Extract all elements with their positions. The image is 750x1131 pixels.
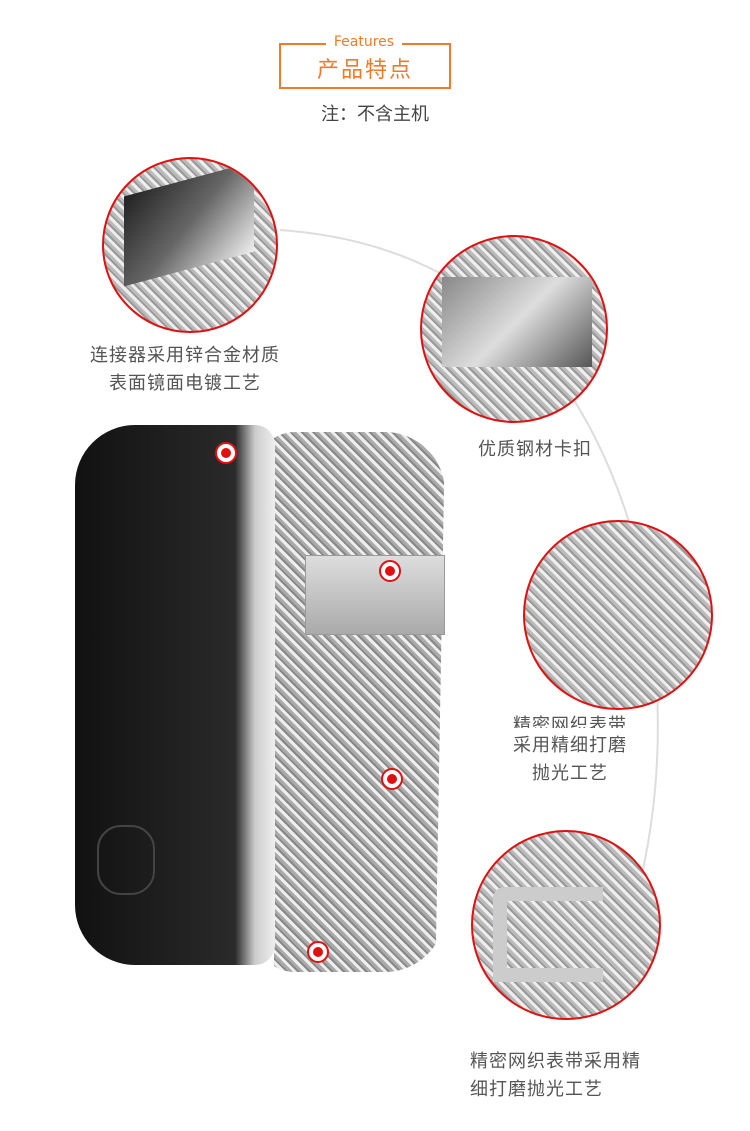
- feature-caption-clasp: 精密网织表带采用精 细打磨抛光工艺: [470, 1048, 700, 1104]
- caption-line: 精密网织表带采用精: [470, 1051, 641, 1072]
- feature-caption-connector: 连接器采用锌合金材质 表面镜面电镀工艺: [40, 342, 330, 398]
- mesh-band-image: [274, 432, 445, 972]
- clasp-detail-image: [471, 830, 661, 1020]
- caption-line: 优质钢材卡扣: [478, 439, 592, 460]
- buckle-detail-image: [420, 235, 608, 423]
- hotspot-connector[interactable]: [215, 442, 237, 464]
- caption-line: 采用精细打磨: [513, 735, 627, 756]
- mesh-detail-image: [523, 520, 713, 710]
- header-subtitle: Features: [326, 34, 402, 50]
- feature-caption-mesh: 采用精细打磨 抛光工艺: [480, 732, 660, 788]
- caption-line: 精密网织表带: [513, 715, 627, 728]
- hotspot-mesh[interactable]: [381, 768, 403, 790]
- home-button-image: [97, 825, 155, 895]
- page-title: 产品特点: [316, 58, 413, 83]
- hotspot-clasp[interactable]: [307, 941, 329, 963]
- caption-line: 抛光工艺: [532, 763, 608, 784]
- tracker-body-image: [75, 425, 275, 965]
- feature-caption-buckle: 优质钢材卡扣: [440, 436, 630, 464]
- feature-caption-clipped: 精密网织表带: [480, 712, 660, 728]
- hotspot-buckle[interactable]: [379, 560, 401, 582]
- note-text: 注：不含主机: [321, 104, 429, 125]
- caption-line: 细打磨抛光工艺: [470, 1079, 603, 1100]
- connector-detail-image: [102, 157, 278, 333]
- caption-line: 表面镜面电镀工艺: [109, 373, 261, 394]
- caption-line: 连接器采用锌合金材质: [90, 345, 280, 366]
- band-buckle-image: [305, 555, 445, 635]
